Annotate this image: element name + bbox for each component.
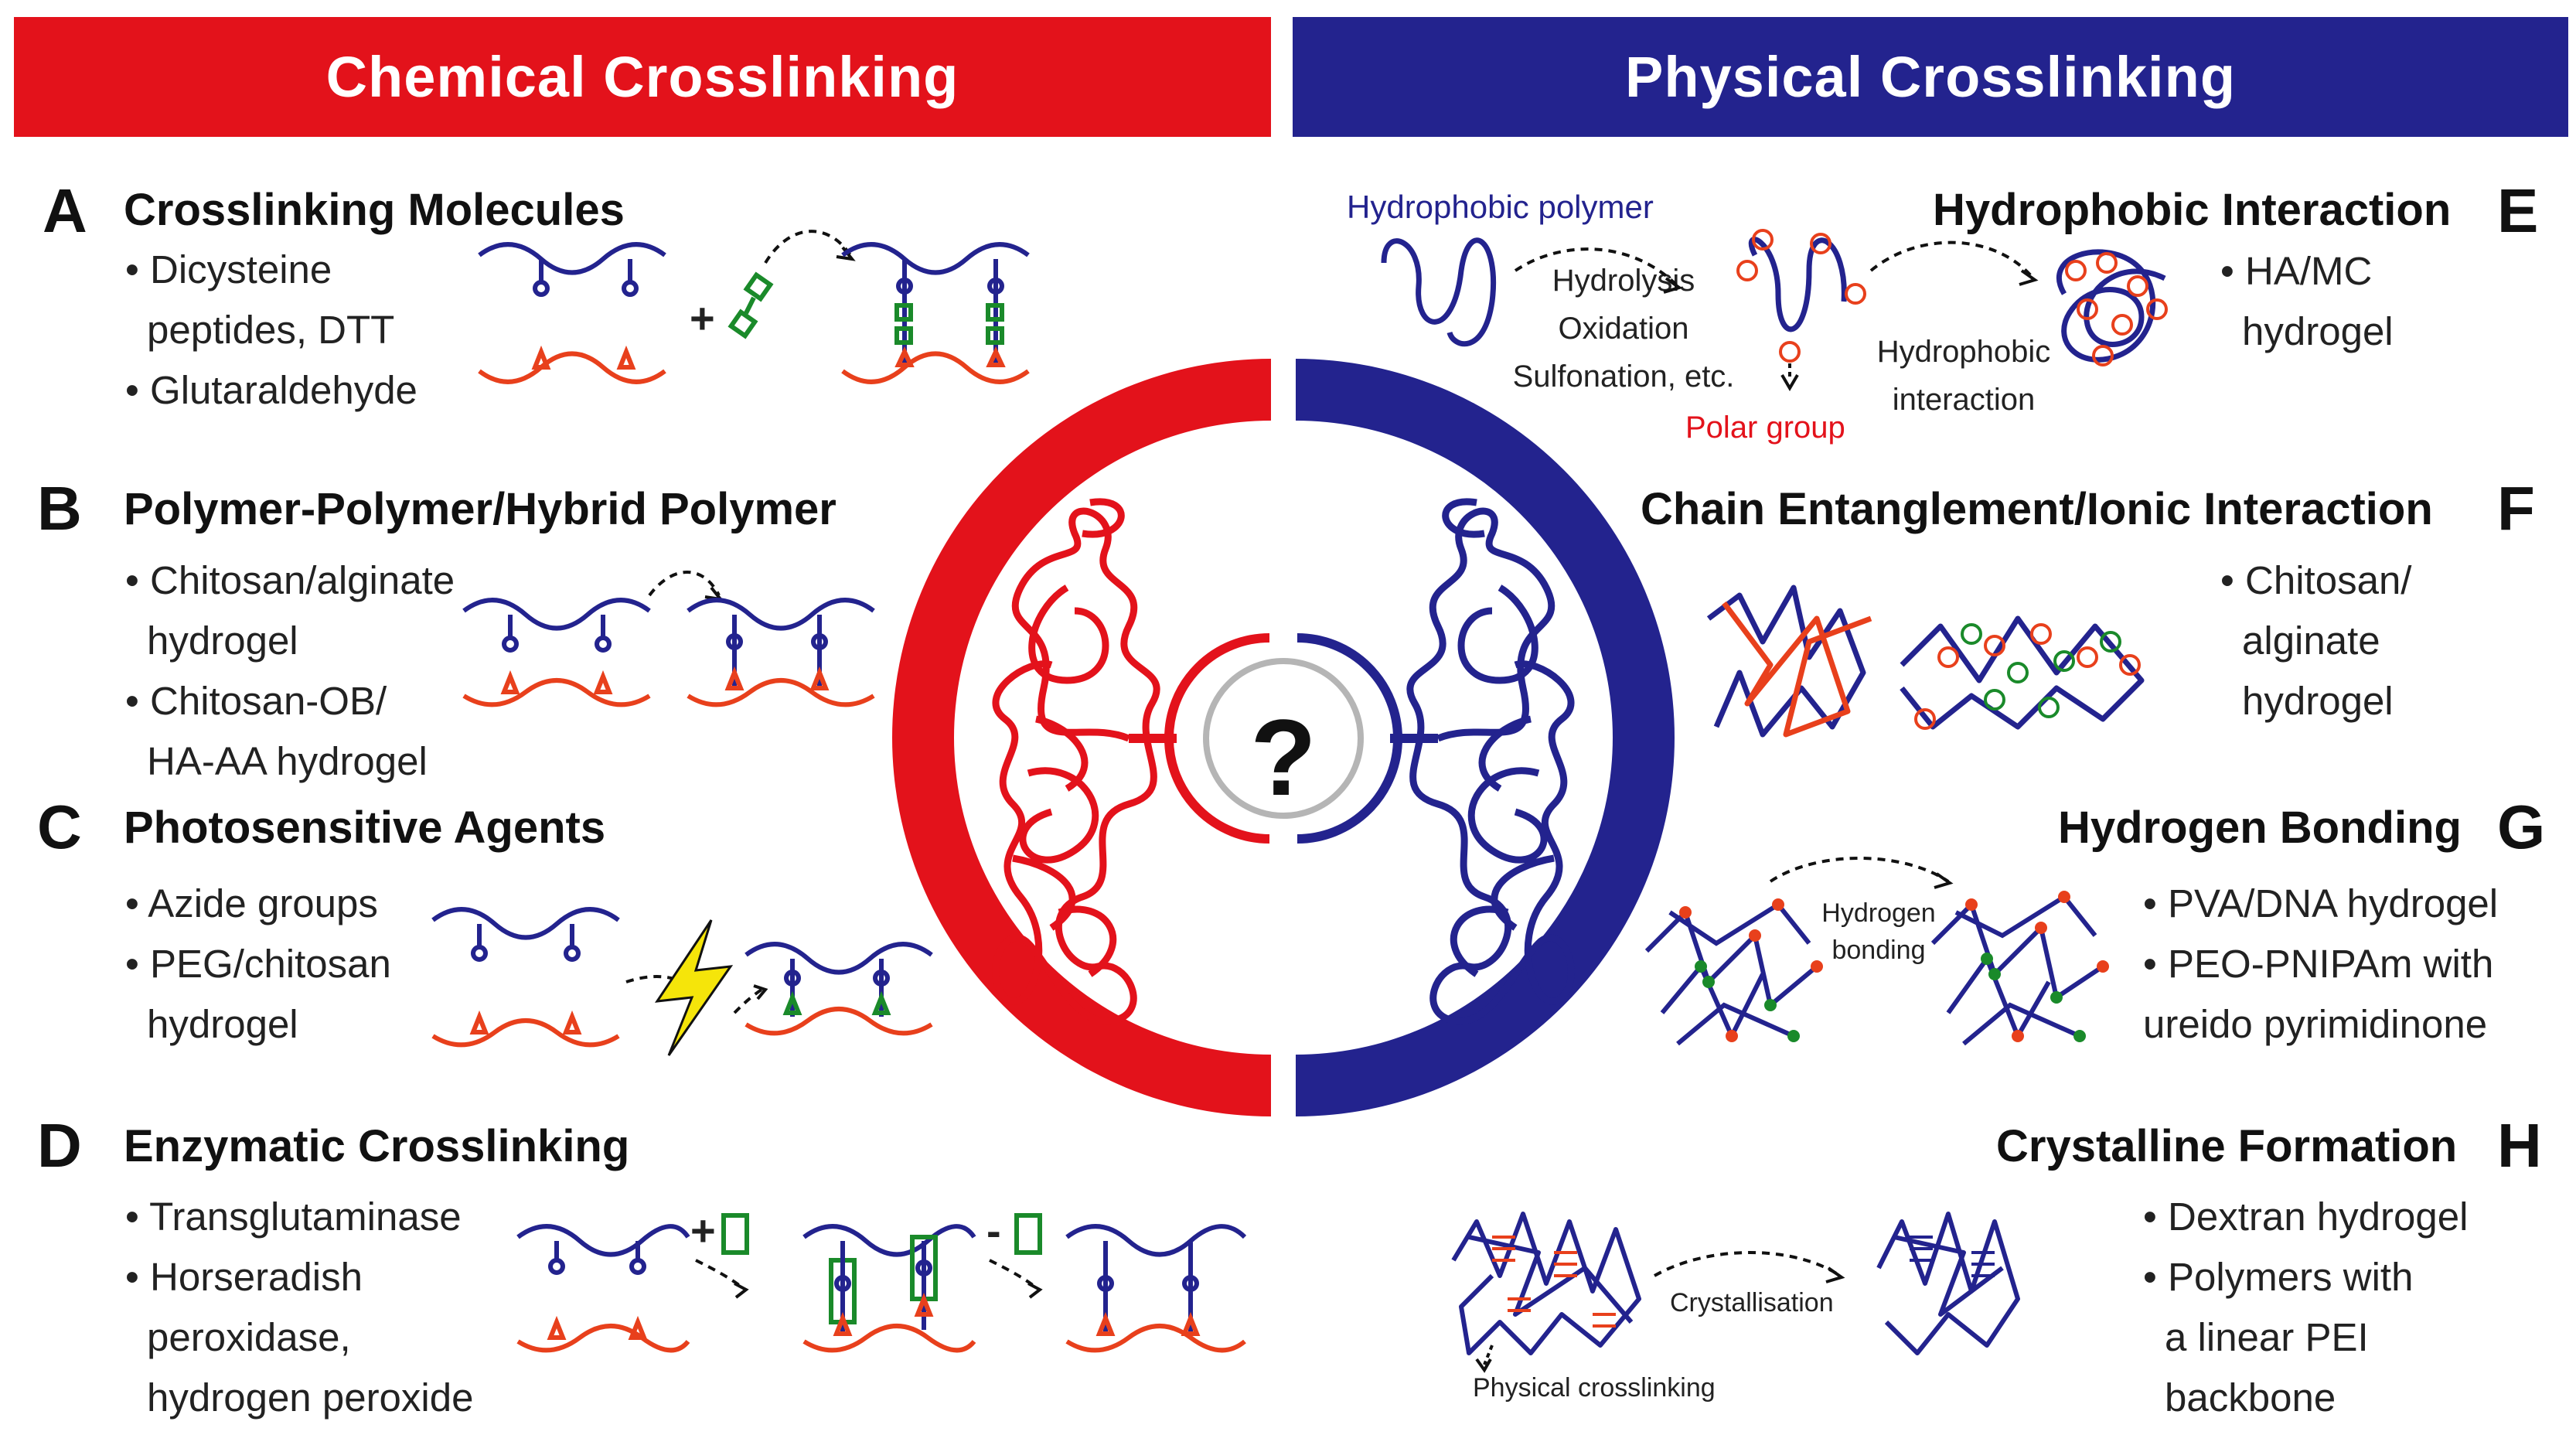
panel-d-item: • Horseradish	[125, 1255, 363, 1299]
panel-f-item: hydrogel	[2242, 679, 2394, 723]
panel-b-item: • Chitosan-OB/	[125, 679, 387, 723]
panel-d-title: Enzymatic Crosslinking	[124, 1121, 630, 1171]
panel-h-diagram	[1451, 1212, 2020, 1373]
hydrophobic-interaction-label-2: interaction	[1892, 383, 2036, 417]
panel-g-item: • PEO-PNIPAm with	[2143, 942, 2494, 986]
panel-c-item: • Azide groups	[125, 881, 378, 925]
panel-h-item: • Dextran hydrogel	[2143, 1195, 2469, 1239]
chemical-crosslinking-header: Chemical Crosslinking	[14, 17, 1271, 137]
question-mark: ?	[1250, 697, 1317, 818]
panel-b-letter: B	[37, 474, 82, 543]
panel-a-diagram	[478, 230, 1030, 384]
panel-a-item: • Dicysteine	[125, 247, 332, 291]
physical-crosslinking-label: Physical crosslinking	[1473, 1373, 1716, 1403]
panel-a-title: Crosslinking Molecules	[124, 185, 625, 235]
panel-f-item: alginate	[2242, 619, 2380, 663]
process-label-2: Oxidation	[1558, 312, 1689, 346]
hydrogen-bonding-label-2: bonding	[1831, 936, 1926, 965]
hydrophobic-interaction-label-1: Hydrophobic	[1876, 335, 2051, 369]
panel-f-title: Chain Entanglement/Ionic Interaction	[1641, 484, 2433, 534]
panel-d-diagram	[516, 1213, 1247, 1353]
hydrogen-bonding-label-1: Hydrogen	[1821, 898, 1936, 928]
center-ring-graphic	[892, 359, 1675, 1116]
panel-c-title: Photosensitive Agents	[124, 803, 606, 853]
panel-a-item: • Glutaraldehyde	[125, 368, 417, 412]
panel-g-letter: G	[2497, 792, 2546, 861]
panel-d-minus: -	[986, 1206, 1001, 1255]
process-label-3: Sulfonation, etc.	[1512, 360, 1735, 394]
panel-c-diagram	[431, 907, 933, 1056]
panel-b-title: Polymer-Polymer/Hybrid Polymer	[124, 484, 837, 534]
panel-d-plus: +	[690, 1206, 716, 1255]
panel-f-diagram	[1706, 585, 2145, 738]
panel-d-letter: D	[37, 1111, 82, 1180]
panel-h-title: Crystalline Formation	[1996, 1121, 2458, 1171]
polar-group-label: Polar group	[1685, 411, 1845, 445]
panel-g-title: Hydrogen Bonding	[2058, 803, 2462, 853]
panel-g-item: • PVA/DNA hydrogel	[2143, 881, 2499, 925]
panel-e-letter: E	[2497, 176, 2539, 245]
panel-e-diagram	[1381, 229, 2168, 391]
hydrophobic-polymer-label: Hydrophobic polymer	[1347, 189, 1654, 225]
panel-g-diagram	[1644, 857, 2109, 1046]
panel-d-item: peroxidase,	[147, 1315, 351, 1359]
panel-c-letter: C	[37, 792, 82, 861]
panel-e-item: • HA/MC	[2220, 249, 2373, 293]
panel-b-item: HA-AA hydrogel	[147, 739, 428, 783]
panel-a-item: peptides, DTT	[147, 308, 395, 352]
panel-d-item: • Transglutaminase	[125, 1195, 462, 1239]
panel-a-letter: A	[43, 176, 87, 245]
panel-f-letter: F	[2497, 474, 2535, 543]
panel-e-title: Hydrophobic Interaction	[1933, 185, 2452, 235]
panel-h-letter: H	[2497, 1111, 2542, 1180]
panel-b-diagram	[462, 571, 875, 707]
panel-h-item: a linear PEI	[2165, 1315, 2369, 1359]
physical-crosslinking-header: Physical Crosslinking	[1293, 17, 2568, 137]
lightning-bolt-icon	[654, 919, 734, 1056]
panel-b-item: hydrogel	[147, 619, 298, 663]
panel-b-item: • Chitosan/alginate	[125, 558, 455, 602]
panel-h-item: • Polymers with	[2143, 1255, 2414, 1299]
panel-e-item: hydrogel	[2242, 309, 2394, 353]
crystallisation-label: Crystallisation	[1670, 1288, 1834, 1317]
panel-d-item: hydrogen peroxide	[147, 1375, 474, 1420]
panel-c-item: hydrogel	[147, 1002, 298, 1046]
panel-c-item: • PEG/chitosan	[125, 942, 391, 986]
panel-a-plus: +	[690, 294, 715, 343]
panel-f-item: • Chitosan/	[2220, 558, 2412, 602]
panel-g-item: ureido pyrimidinone	[2143, 1002, 2488, 1046]
panel-h-item: backbone	[2165, 1375, 2336, 1420]
